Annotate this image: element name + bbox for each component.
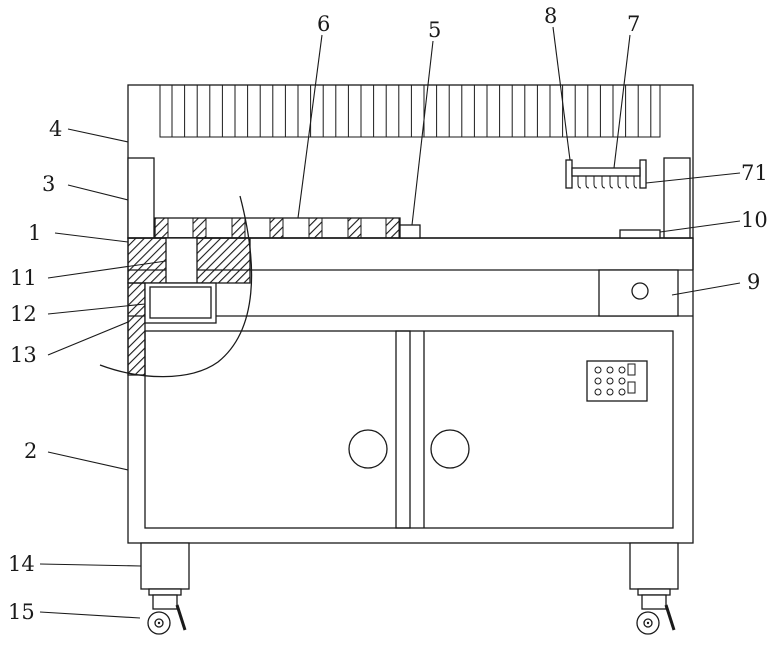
keypad <box>587 361 647 401</box>
brush-bristle <box>602 176 605 188</box>
brush-bristle <box>594 176 597 188</box>
label-15: 15 <box>8 600 35 624</box>
keypad-button <box>607 389 613 395</box>
keypad-button <box>607 378 613 384</box>
keypad-button <box>595 378 601 384</box>
label-9: 9 <box>747 270 760 294</box>
brush-bristle <box>618 176 621 188</box>
label-14: 14 <box>8 552 35 576</box>
sensor-block <box>400 225 420 238</box>
keypad-button <box>607 367 613 373</box>
control-box <box>599 270 678 316</box>
keypad-button <box>595 367 601 373</box>
sensor-plate <box>620 230 660 238</box>
grating-bar <box>232 218 245 238</box>
brush-bristle <box>586 176 589 188</box>
keypad-switch <box>628 382 635 393</box>
keypad-button <box>595 389 601 395</box>
label-11: 11 <box>10 266 37 290</box>
grating-bar <box>193 218 206 238</box>
label-6: 6 <box>317 12 330 36</box>
label-8: 8 <box>544 4 557 28</box>
brush-bristle <box>626 176 629 188</box>
label-7: 7 <box>627 12 640 36</box>
keypad-button <box>619 367 625 373</box>
brush-bristle <box>634 176 637 188</box>
keypad-switch <box>628 364 635 375</box>
label-3: 3 <box>42 172 55 196</box>
label-10: 10 <box>741 208 768 232</box>
caster-left <box>148 589 185 634</box>
brush-bristle <box>610 176 613 188</box>
drawer <box>145 283 216 323</box>
label-12: 12 <box>10 302 37 326</box>
leg-right <box>630 543 678 589</box>
leg-left <box>141 543 189 589</box>
brush-assembly <box>566 160 646 188</box>
label-4: 4 <box>49 117 62 141</box>
grating-bar <box>309 218 322 238</box>
vent-louvers <box>160 85 660 137</box>
label-2: 2 <box>24 439 37 463</box>
right-post <box>664 158 690 238</box>
top-cover <box>128 85 693 238</box>
grating-bar <box>155 218 168 238</box>
label-71: 71 <box>741 161 768 185</box>
label-1: 1 <box>28 221 41 245</box>
grating-bar <box>270 218 283 238</box>
grating-bar <box>386 218 399 238</box>
brush-bristle <box>578 176 581 188</box>
keypad-button <box>619 389 625 395</box>
caster-right <box>637 589 674 634</box>
grating-bar <box>348 218 361 238</box>
left-post <box>128 158 154 238</box>
keypad-button <box>619 378 625 384</box>
label-5: 5 <box>428 18 441 42</box>
grating-strip <box>155 218 400 238</box>
label-13: 13 <box>10 343 37 367</box>
